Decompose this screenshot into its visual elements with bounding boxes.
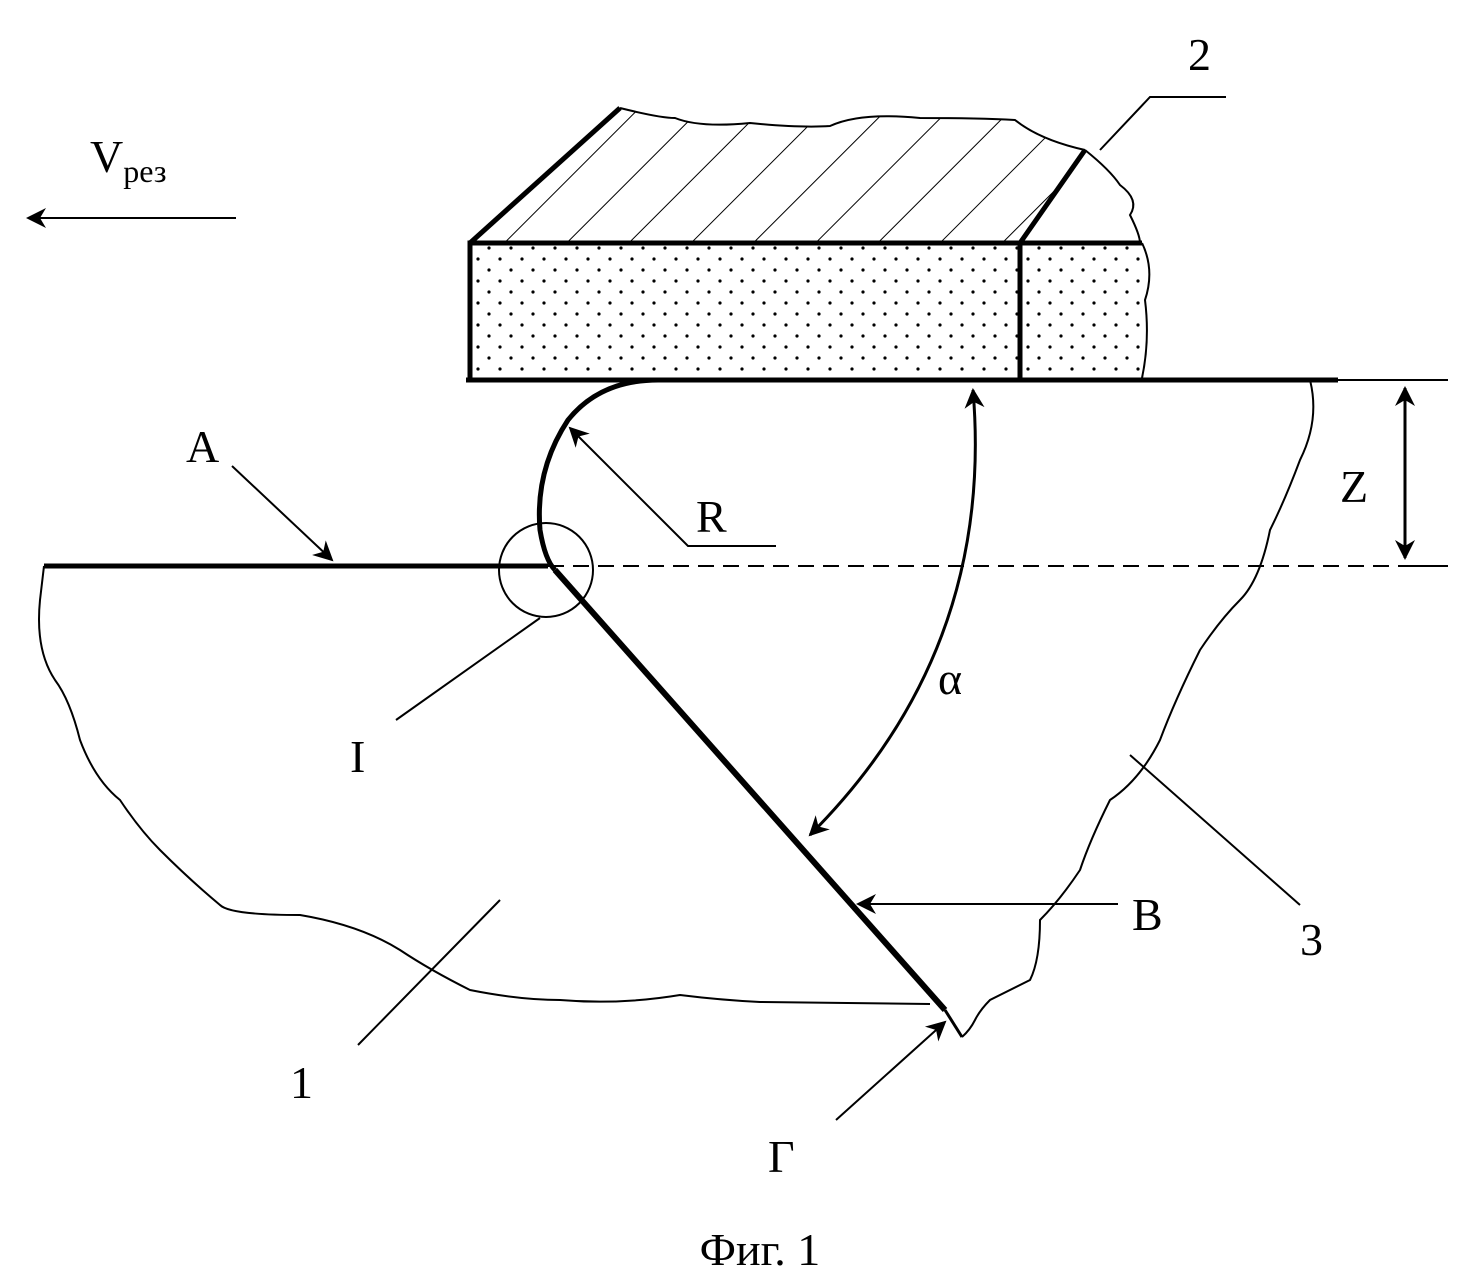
radius-label: R (696, 491, 727, 542)
velocity-label-sub: рез (123, 153, 166, 189)
point-a-leader (232, 466, 332, 560)
part-3-label: 3 (1300, 914, 1323, 965)
part-2-leader (1100, 97, 1226, 150)
tool-insert-right-break (1142, 243, 1149, 378)
point-g-leader (836, 1022, 945, 1120)
tool-insert-dotted (470, 243, 1020, 378)
tool-insert-dotted-right (1020, 243, 1142, 378)
cut-face-tip (945, 1010, 962, 1037)
workpiece-1-outline (39, 566, 930, 1004)
point-g-label: Г (768, 1131, 795, 1182)
point-a-label: A (186, 421, 219, 472)
depth-label: Z (1340, 461, 1368, 512)
part-3-leader (1130, 755, 1300, 905)
velocity-label-main: V (90, 131, 123, 182)
part-2-label: 2 (1188, 29, 1211, 80)
detail-circle (499, 523, 593, 617)
radius-leader (570, 428, 776, 546)
cut-face-line (555, 570, 945, 1010)
angle-label: α (938, 653, 962, 704)
tool-holder-hatched (470, 108, 1085, 243)
chip-curve (539, 380, 658, 570)
angle-arc (810, 390, 975, 835)
point-v-label: B (1132, 889, 1163, 940)
part-1-leader (358, 900, 500, 1045)
velocity-label: Vрез (90, 131, 166, 189)
detail-label: I (350, 731, 365, 782)
tool-part-2-outline (1085, 150, 1140, 243)
part-1-label: 1 (290, 1057, 313, 1108)
figure-caption: Фиг. 1 (700, 1224, 821, 1275)
detail-leader (396, 618, 540, 720)
